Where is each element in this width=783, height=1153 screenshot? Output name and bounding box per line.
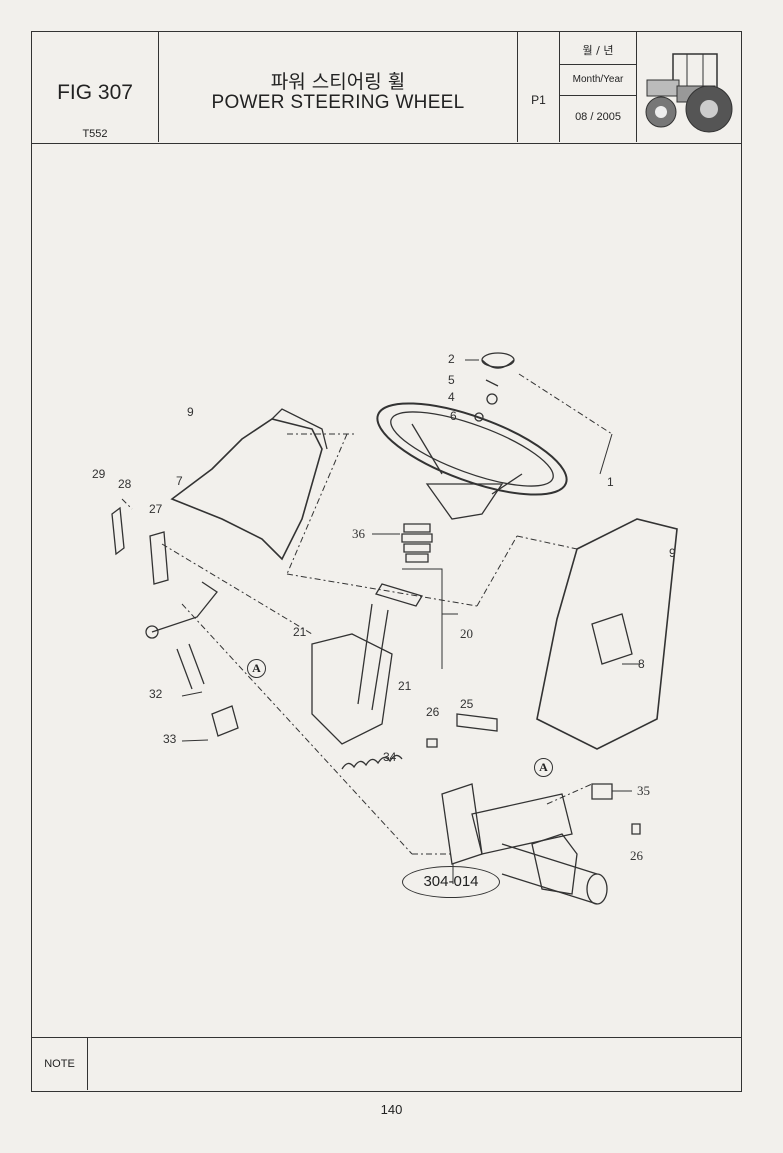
- date-label-english: Month/Year: [572, 74, 624, 85]
- date-cell: 월 / 년 Month/Year 08 / 2005: [560, 32, 637, 142]
- callout-label: 34: [383, 750, 397, 764]
- reference-figure: 304-014: [402, 866, 500, 898]
- callout-label: 21: [293, 625, 307, 639]
- callout-label: 9: [669, 546, 676, 560]
- callout-label: 4: [448, 390, 455, 404]
- title-block: FIG 307 T552 파워 스티어링 휠 POWER STEERING WH…: [32, 32, 741, 144]
- callout-label: 25: [460, 697, 474, 711]
- page-ref: P1: [531, 93, 546, 107]
- callout-label: 5: [448, 373, 455, 387]
- view-marker: A: [247, 659, 266, 678]
- callout-label: 21: [398, 679, 412, 693]
- model-code: T552: [82, 128, 108, 140]
- callout-label: 26: [630, 848, 643, 863]
- callout-label: 35: [637, 783, 650, 798]
- callout-label: 8: [638, 657, 645, 671]
- callout-label: 7: [176, 474, 183, 488]
- callout-label: 36: [352, 526, 365, 541]
- note-row: NOTE: [32, 1037, 741, 1091]
- tractor-thumbnail: [637, 32, 741, 142]
- callout-label: 26: [426, 705, 440, 719]
- tractor-icon: [645, 53, 733, 133]
- figure-cell: FIG 307 T552: [32, 32, 159, 142]
- view-marker: A: [534, 758, 553, 777]
- parts-illustration: [111, 352, 678, 905]
- date-value: 08 / 2005: [575, 111, 621, 123]
- callout-label: 6: [450, 409, 457, 423]
- exploded-parts-drawing: 2 5 4 6 1 9 7 29 28 27 36 9 8 21 20 21 3…: [32, 144, 741, 1037]
- callout-label: 2: [448, 352, 455, 366]
- title-cell: 파워 스티어링 휠 POWER STEERING WHEEL: [159, 32, 518, 142]
- page-number: 140: [380, 1102, 403, 1117]
- date-divider: [560, 64, 636, 65]
- callout-label: 20: [460, 626, 473, 641]
- page-ref-cell: P1: [518, 32, 560, 142]
- title-korean: 파워 스티어링 휠: [270, 71, 406, 93]
- date-divider: [560, 95, 636, 96]
- callout-label: 1: [607, 475, 614, 489]
- page-frame: FIG 307 T552 파워 스티어링 휠 POWER STEERING WH…: [31, 31, 742, 1092]
- callout-label: 9: [187, 405, 194, 419]
- date-label-korean: 월 / 년: [582, 44, 614, 57]
- title-english: POWER STEERING WHEEL: [211, 92, 465, 113]
- callout-label: 29: [92, 467, 106, 481]
- callout-label: 32: [149, 687, 163, 701]
- figure-number: FIG 307: [57, 81, 133, 104]
- note-label: NOTE: [32, 1038, 88, 1090]
- callout-label: 28: [118, 477, 132, 491]
- callout-label: 33: [163, 732, 177, 746]
- callout-label: 27: [149, 502, 163, 516]
